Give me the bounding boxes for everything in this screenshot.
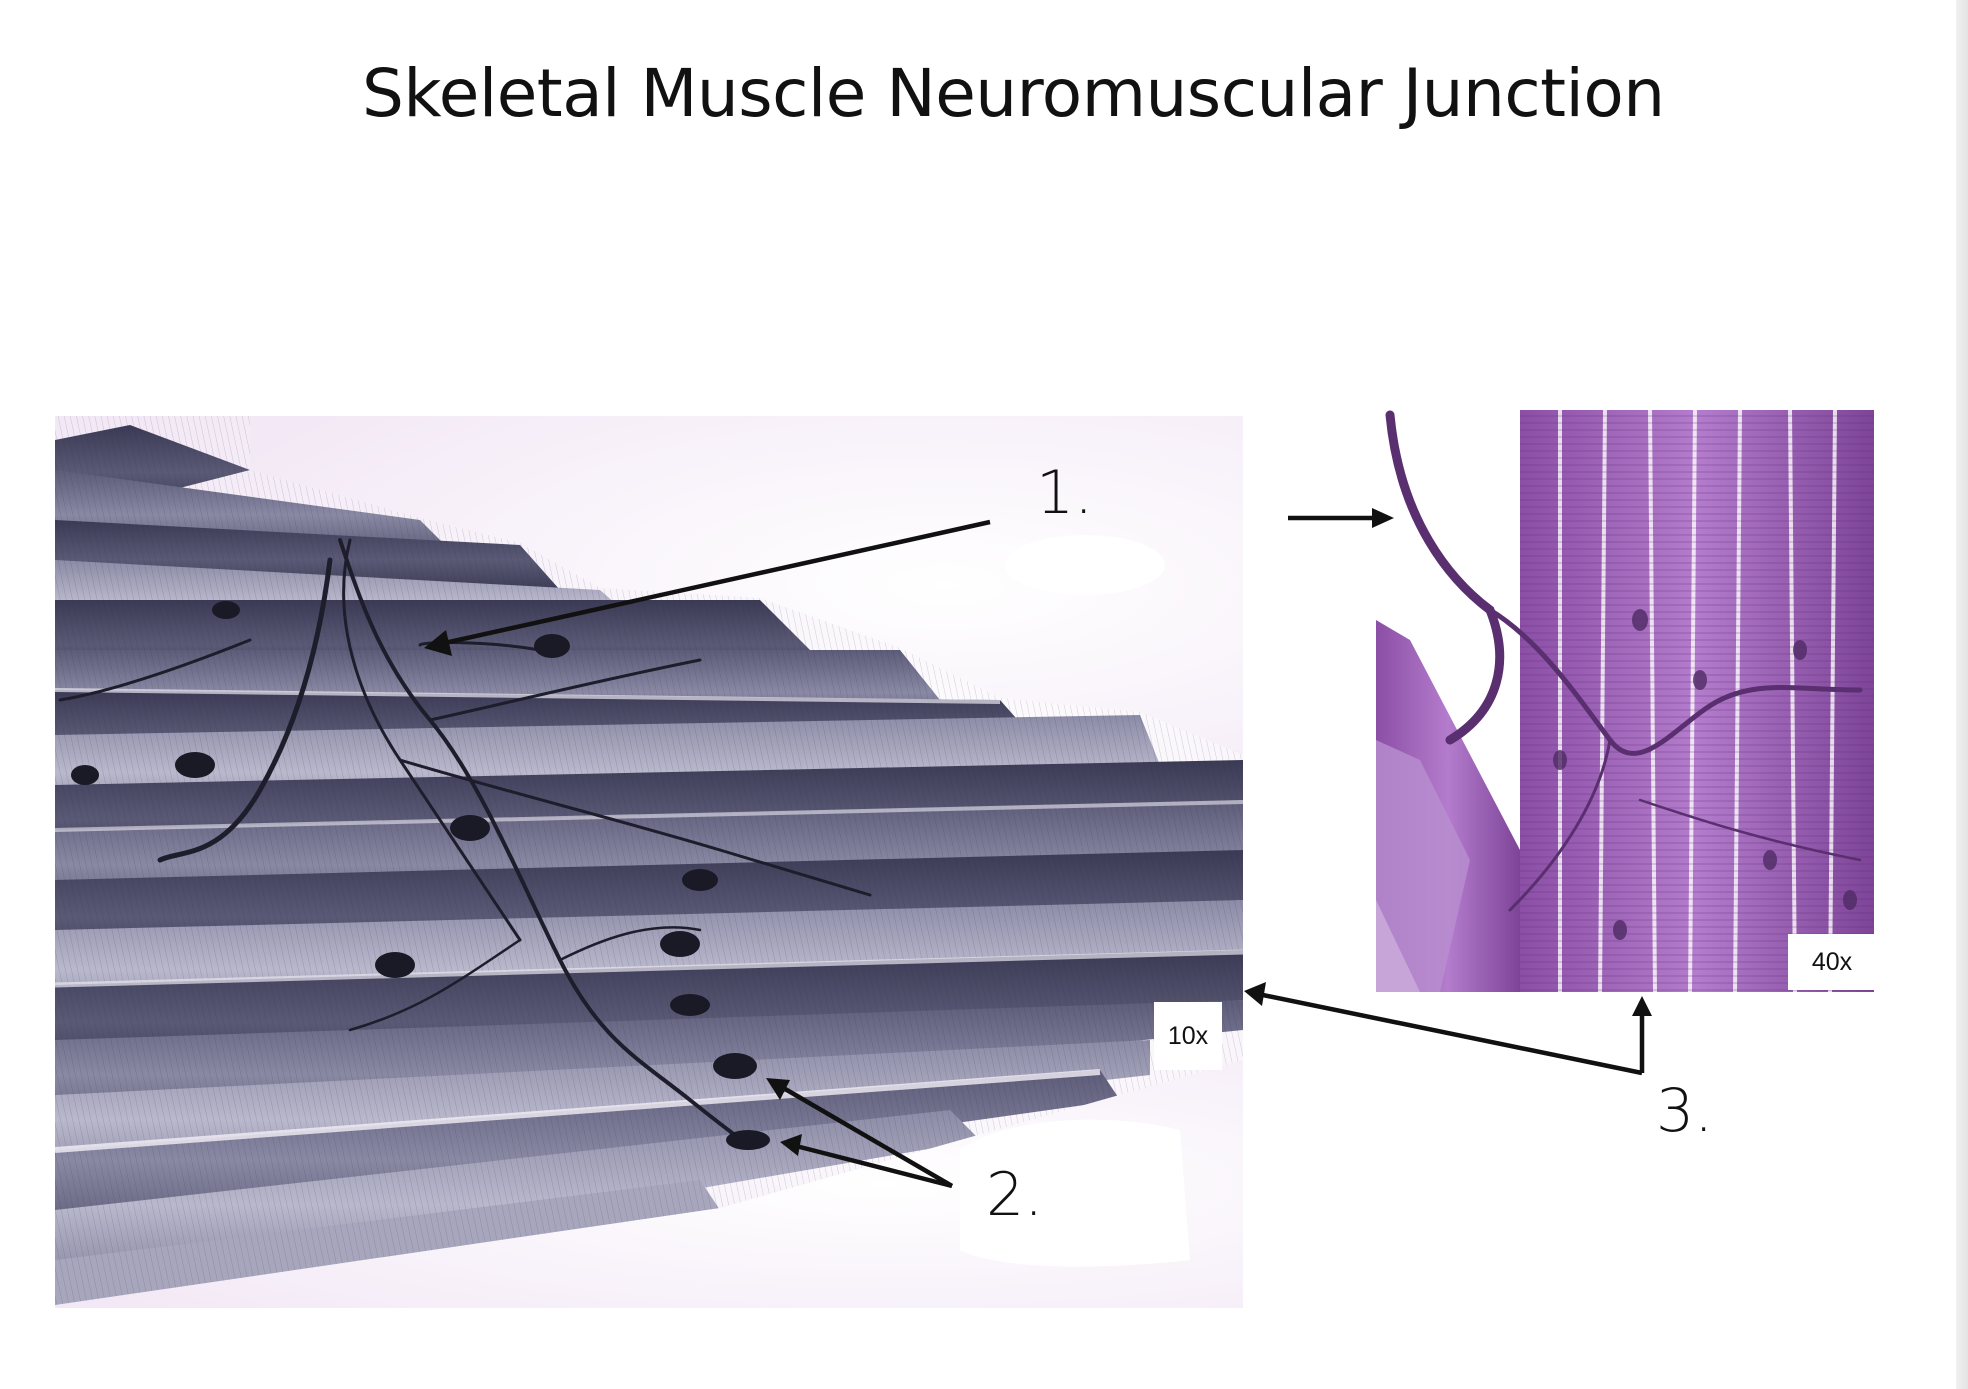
magnification-label-10x: 10x — [1154, 1002, 1222, 1070]
label-number-3: 3. — [1656, 1076, 1714, 1146]
magnification-label-40x: 40x — [1788, 934, 1876, 990]
muscle-fibers-10x — [55, 416, 1243, 1308]
annotation-arrows — [424, 508, 1652, 1189]
muscle-fibers-40x — [1376, 410, 1874, 992]
label-number-2: 2. — [986, 1160, 1044, 1230]
slide-title: Skeletal Muscle Neuromuscular Junction — [362, 55, 1665, 132]
label-number-1: 1. — [1036, 458, 1094, 528]
page-edge — [1956, 0, 1968, 1389]
